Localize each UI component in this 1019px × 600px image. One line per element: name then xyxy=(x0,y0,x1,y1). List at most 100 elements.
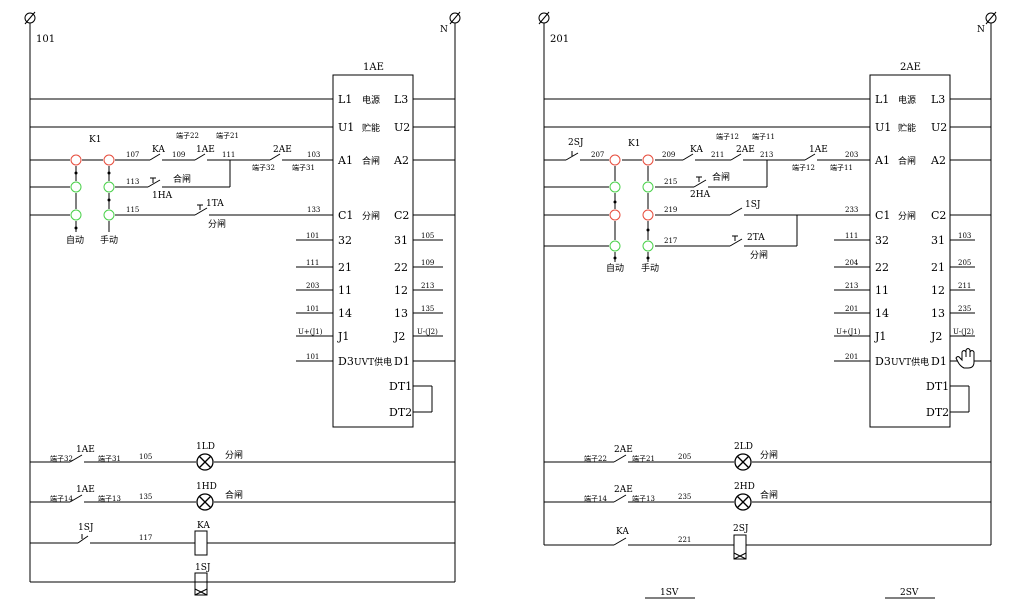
wire-label: 205 xyxy=(678,453,691,461)
terminal-label: 端子13 xyxy=(632,494,655,503)
node-label: 217 xyxy=(664,237,677,245)
wire-label: 204 xyxy=(845,259,859,267)
breaker-name: 2AE xyxy=(900,62,921,73)
row-left: A1 xyxy=(874,154,890,167)
wire-label: 111 xyxy=(845,232,858,240)
terminal-label: 端子13 xyxy=(98,494,121,503)
wire-label: U-(J2) xyxy=(417,328,438,336)
wire-label: 221 xyxy=(678,536,691,544)
ae-contact-label: 2AE xyxy=(614,485,633,495)
wire-label: 103 xyxy=(958,232,971,240)
ha-text: 合闸 xyxy=(712,171,730,183)
ha-label: 2HA xyxy=(690,190,711,200)
green-lamp xyxy=(103,181,115,193)
row-mid: 电源 xyxy=(362,94,380,106)
sv-label: 1SV xyxy=(660,588,679,598)
terminal-label: 端子31 xyxy=(98,454,121,463)
ha-label: 1HA xyxy=(152,191,173,201)
row-right: DT2 xyxy=(926,406,949,419)
sv-label: 2SV xyxy=(900,588,919,598)
wire-label: 135 xyxy=(421,305,434,313)
terminal-label: 端子12 xyxy=(716,132,739,141)
terminal-label: 端子32 xyxy=(50,454,73,463)
phase-label: 201 xyxy=(550,34,569,45)
row-left: C1 xyxy=(338,209,353,222)
row-left: 11 xyxy=(875,284,889,297)
row-left: J1 xyxy=(337,330,349,343)
row-mid: UVT供电 xyxy=(354,356,392,368)
ha-text: 合闸 xyxy=(173,173,191,185)
sj-contact-label: 1SJ xyxy=(78,523,94,533)
lamp-label: 2HD xyxy=(734,482,755,492)
terminal-label: 端子22 xyxy=(584,454,607,463)
row-mid: 电源 xyxy=(898,94,916,106)
k1-label: K1 xyxy=(89,135,101,145)
row-right: DT1 xyxy=(926,380,949,393)
row-right: A2 xyxy=(930,154,946,167)
ka-coil-label: KA xyxy=(197,521,210,531)
auto-label: 自动 xyxy=(606,262,624,274)
terminal-label: 端子12 xyxy=(792,163,815,172)
row-left: L1 xyxy=(875,93,889,106)
ta-label: 1TA xyxy=(206,199,224,209)
k1-label: K1 xyxy=(628,139,640,149)
sj-contact-label: 2SJ xyxy=(568,138,584,148)
node-label: 111 xyxy=(222,151,235,159)
green-lamp xyxy=(642,181,654,193)
row-right: D1 xyxy=(394,355,410,368)
terminal-label: 端子11 xyxy=(752,132,775,141)
ka-contact-label: KA xyxy=(152,145,165,155)
row-left: 11 xyxy=(338,284,352,297)
manual-label: 手动 xyxy=(641,262,659,274)
ae-contact-label: 1AE xyxy=(196,145,215,155)
terminal-label: 端子22 xyxy=(176,131,199,140)
ae-contact-label: 2AE xyxy=(736,145,755,155)
row-right: L3 xyxy=(931,93,945,106)
row-right: 22 xyxy=(394,261,408,274)
red-lamp xyxy=(642,209,654,221)
neutral-label: N xyxy=(440,25,448,35)
ae-contact-label: 1AE xyxy=(76,445,95,455)
terminal-label: 端子21 xyxy=(216,131,239,140)
node-label: 115 xyxy=(126,206,139,214)
row-left: D3 xyxy=(875,355,891,368)
wire-label: 201 xyxy=(845,353,858,361)
green-lamp xyxy=(609,240,621,252)
terminal-label: 端子31 xyxy=(292,163,315,172)
green-lamp xyxy=(70,181,82,193)
wire-label: 135 xyxy=(139,493,152,501)
terminal-label: 端子11 xyxy=(830,163,853,172)
row-right: 13 xyxy=(394,307,408,320)
sj2-coil xyxy=(733,534,747,560)
wire-label: U+(J1) xyxy=(836,328,861,336)
ka-coil xyxy=(194,530,208,556)
terminal-label: 端子14 xyxy=(50,494,73,503)
row-right: 12 xyxy=(394,284,408,297)
terminal-label: 端子14 xyxy=(584,494,607,503)
row-left: 21 xyxy=(338,261,352,274)
hand-cursor-icon xyxy=(955,348,975,369)
row-left: C1 xyxy=(875,209,890,222)
ka-contact-label: KA xyxy=(616,527,629,537)
row-left: U1 xyxy=(338,121,354,134)
lamp-label: 2LD xyxy=(734,442,753,452)
breaker-box xyxy=(332,74,414,428)
row-right: C2 xyxy=(394,209,409,222)
wire-label: U+(J1) xyxy=(298,328,323,336)
manual-label: 手动 xyxy=(100,234,118,246)
row-mid: 合闸 xyxy=(898,155,916,167)
sj-contact-label: 1SJ xyxy=(745,200,761,210)
node-label: 103 xyxy=(307,151,320,159)
row-right: J2 xyxy=(393,330,405,343)
breaker-box-2 xyxy=(869,74,951,428)
row-mid: 分闸 xyxy=(898,211,916,222)
neutral-label: N xyxy=(977,25,985,35)
row-left: 14 xyxy=(338,307,352,320)
row-right: 12 xyxy=(931,284,945,297)
lamp-text: 合闸 xyxy=(760,489,778,501)
node-label: 213 xyxy=(760,151,773,159)
row-right: J2 xyxy=(930,330,942,343)
row-mid: 分闸 xyxy=(362,211,380,222)
ta-text: 分闸 xyxy=(750,250,768,261)
